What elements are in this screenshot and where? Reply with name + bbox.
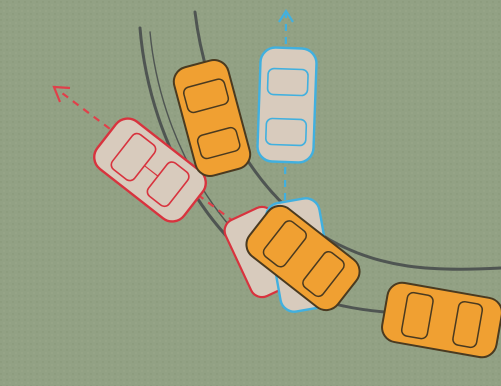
blue-ghost-car-top <box>256 46 318 164</box>
orange-car-bottom-right <box>381 281 501 359</box>
orange-car-top <box>172 59 252 177</box>
orange-car-middle <box>245 204 361 312</box>
red-ghost-car <box>93 117 207 223</box>
red-trajectory-arrow <box>52 85 246 231</box>
